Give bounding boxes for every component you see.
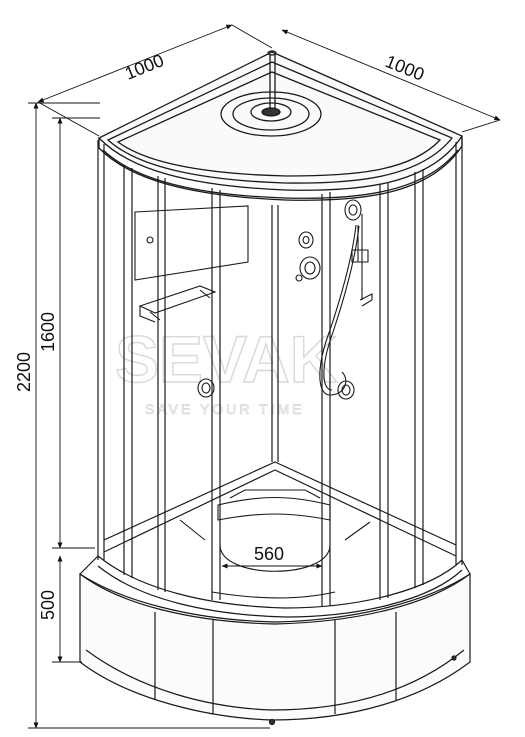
drain-screw-icon bbox=[268, 718, 276, 726]
dimension-lines bbox=[28, 24, 501, 729]
mirror-panel bbox=[134, 205, 249, 281]
dim-tray-height: 500 bbox=[38, 590, 58, 620]
shelf-icon bbox=[138, 285, 217, 314]
interior-fixtures bbox=[134, 199, 373, 599]
knob-left-icon bbox=[197, 378, 215, 398]
tray bbox=[79, 555, 471, 726]
hand-shower-icon bbox=[344, 199, 362, 221]
watermark-tagline: SAVE YOUR TIME bbox=[145, 401, 304, 417]
dim-top-left: 1000 bbox=[122, 50, 167, 84]
roof bbox=[97, 50, 463, 201]
dim-cabin-height: 1600 bbox=[38, 312, 58, 352]
dim-seat-width: 560 bbox=[254, 544, 284, 564]
watermark: SEVAK SAVE YOUR TIME bbox=[114, 321, 338, 417]
dim-top-right: 1000 bbox=[383, 51, 428, 85]
dim-total-height: 2200 bbox=[14, 352, 34, 392]
watermark-brand: SEVAK bbox=[115, 322, 338, 396]
mixer-icon bbox=[299, 256, 321, 280]
control-knob-top-icon bbox=[298, 231, 314, 249]
seat bbox=[217, 497, 331, 521]
